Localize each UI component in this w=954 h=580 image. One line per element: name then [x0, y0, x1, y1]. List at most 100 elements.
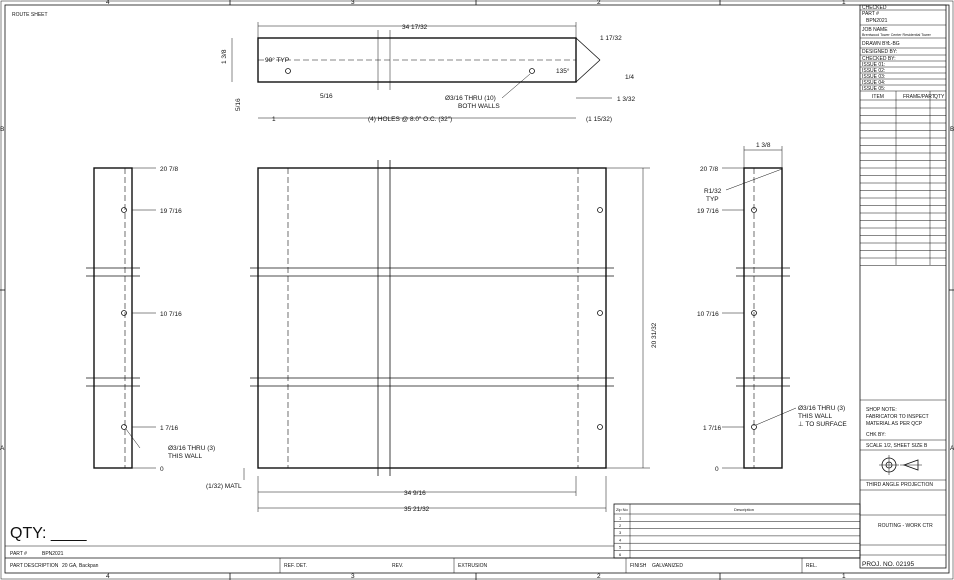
- tb-routing: ROUTING - WORK CTR: [878, 523, 933, 529]
- front-view: 20 31/32 34 9/16 35 21/32: [250, 160, 658, 513]
- front-width-outer: 35 21/32: [404, 506, 430, 513]
- tb-issue-5: ISSUE 05:: [862, 86, 885, 92]
- zone-number-1-bottom: 1: [842, 573, 846, 580]
- left-dim-4: 1 7/16: [160, 425, 178, 432]
- tb-issue-4: ISSUE 04:: [862, 80, 885, 86]
- right-radius-2: TYP: [706, 196, 719, 203]
- tb-shop-note-1: SHOP NOTE:: [866, 407, 897, 413]
- left-view: 20 7/8 19 7/16 10 7/16 1 7/16 0 Ø3/16 TH…: [86, 166, 245, 490]
- tb-designed-by: DESIGNED BY:: [862, 49, 897, 55]
- zone-number-2: 2: [597, 0, 601, 6]
- zone-letter-a-right: A: [950, 445, 954, 452]
- tb-part-label: PART #: [862, 11, 879, 17]
- top-hole-note-1: Ø3/16 THRU (10): [445, 95, 496, 102]
- top-spacing-end: (1 15/32): [586, 116, 612, 123]
- right-hole-note-2: THIS WALL: [798, 413, 832, 420]
- rev-header-description: Description: [734, 507, 754, 512]
- top-view: 34 17/32 1 3/8 90° TYP 135° 1 17/32 1/4 …: [221, 22, 635, 123]
- top-offset: 5/16: [320, 93, 333, 100]
- qty-label: QTY: ____: [10, 525, 88, 542]
- left-hole-note-1: Ø3/16 THRU (3): [168, 445, 215, 452]
- tb-part-value: BPN2021: [866, 18, 888, 24]
- right-hole-note-3: ⊥ TO SURFACE: [798, 421, 847, 428]
- top-right-end: 1 3/32: [617, 96, 635, 103]
- part-value: BPN2021: [42, 551, 64, 557]
- rev-row-number: 2: [619, 523, 622, 528]
- tb-shop-note-3: MATERIAL AS PER QCP: [866, 421, 923, 427]
- bom-table: ITEM FRAME/PART QTY: [860, 91, 946, 266]
- tb-checked: CHECKED: [862, 5, 887, 11]
- top-overall-length: 34 17/32: [402, 24, 428, 31]
- tb-drawn-by-value: L-BG: [888, 41, 900, 47]
- zone-letter-b: B: [0, 126, 4, 133]
- left-dim-3: 10 7/16: [160, 311, 182, 318]
- front-width-inner: 34 9/16: [404, 490, 426, 497]
- zone-letter-b-right: B: [950, 126, 954, 133]
- tb-issue-2: ISSUE 02:: [862, 68, 885, 74]
- tb-proj-no-label: PROJ. NO.: [862, 561, 895, 568]
- top-chamfer-b: 1/4: [625, 74, 634, 81]
- left-hole-note-2: THIS WALL: [168, 453, 202, 460]
- rev-row-number: 5: [619, 545, 622, 550]
- tb-drawn-by-label: DRAWN BY:: [862, 41, 890, 47]
- right-dim-2: 19 7/16: [697, 208, 719, 215]
- top-angle-typ: 90° TYP: [265, 56, 289, 64]
- right-dim-5: 0: [715, 466, 719, 473]
- right-radius-1: R1/32: [704, 188, 722, 195]
- zone-number-4-bottom: 4: [106, 573, 110, 580]
- part-label: PART #: [10, 551, 27, 557]
- tb-scale: SCALE 1/2, SHEET SIZE B: [866, 443, 928, 449]
- revision-table: Zip No Description 1 2 3 4 5 6: [613, 503, 861, 559]
- zone-number-3-bottom: 3: [351, 573, 355, 580]
- right-width: 1 3/8: [756, 142, 771, 149]
- right-dim-3: 10 7/16: [697, 311, 719, 318]
- top-angle: 135°: [556, 67, 570, 75]
- right-view: 1 3/8 20 7/8 19 7/16 10 7/16 1 7/16 0 R1…: [697, 142, 847, 473]
- left-dim-1: 20 7/8: [160, 166, 178, 173]
- sheet-title: ROUTE SHEET: [12, 12, 48, 18]
- rev-label: REV.: [392, 563, 403, 569]
- zone-number-4: 4: [106, 0, 110, 6]
- tb-issue-3: ISSUE 03:: [862, 74, 885, 80]
- left-dim-5: 0: [160, 466, 164, 473]
- rev-row-number: 3: [619, 530, 622, 535]
- top-spacing-start: 1: [272, 116, 276, 123]
- tb-job-name-label: JOB NAME: [862, 27, 888, 33]
- rev-row-number: 1: [619, 516, 622, 521]
- front-height: 20 31/32: [651, 322, 658, 348]
- zone-number-1: 1: [842, 0, 846, 6]
- rev-row-number: 4: [619, 537, 622, 542]
- top-chamfer-a: 1 17/32: [600, 35, 622, 42]
- top-left-hole-dim: 5/16: [235, 98, 242, 111]
- bom-header-item: ITEM: [872, 94, 884, 100]
- tb-job-name-value: Brentwood Tower Center Residential Tower: [862, 33, 932, 37]
- zone-letter-a: A: [0, 445, 5, 452]
- ref-det-label: REF. DET.: [284, 563, 307, 569]
- zone-number-3: 3: [351, 0, 355, 6]
- left-dim-2: 19 7/16: [160, 208, 182, 215]
- title-block: CHECKED PART # BPN2021 JOB NAME Brentwoo…: [859, 4, 947, 569]
- tb-chk-by: CHK BY:: [866, 432, 886, 438]
- right-hole-note-1: Ø3/16 THRU (3): [798, 405, 845, 412]
- tb-issue-1: ISSUE 01:: [862, 62, 885, 68]
- zone-number-2-bottom: 2: [597, 573, 601, 580]
- left-matl: (1/32) MATL: [206, 483, 242, 490]
- rel-label: REL.: [806, 563, 817, 569]
- bom-header-qty: QTY: [934, 94, 945, 100]
- part-desc-value: 20 GA, Backpan: [62, 563, 99, 569]
- tb-proj-no-value: 02195: [896, 561, 914, 568]
- tb-shop-note-2: FABRICATOR TO INSPECT: [866, 414, 929, 420]
- rev-header-zip: Zip No: [616, 507, 629, 512]
- finish-label: FINISH: [630, 563, 647, 569]
- top-height: 1 3/8: [221, 49, 228, 64]
- tb-projection: THIRD ANGLE PROJECTION: [866, 482, 933, 488]
- top-spacing: (4) HOLES @ 8.0" O.C. (32"): [368, 116, 452, 123]
- right-dim-1: 20 7/8: [700, 166, 718, 173]
- extrusion-label: EXTRUSION: [458, 563, 488, 569]
- projection-symbol-icon: [879, 455, 922, 475]
- bottom-strip: QTY: ____ PART # BPN2021 PART DESCRIPTIO…: [5, 525, 860, 573]
- right-dim-4: 1 7/16: [703, 425, 721, 432]
- rev-row-number: 6: [619, 552, 622, 557]
- part-desc-label: PART DESCRIPTION: [10, 563, 59, 569]
